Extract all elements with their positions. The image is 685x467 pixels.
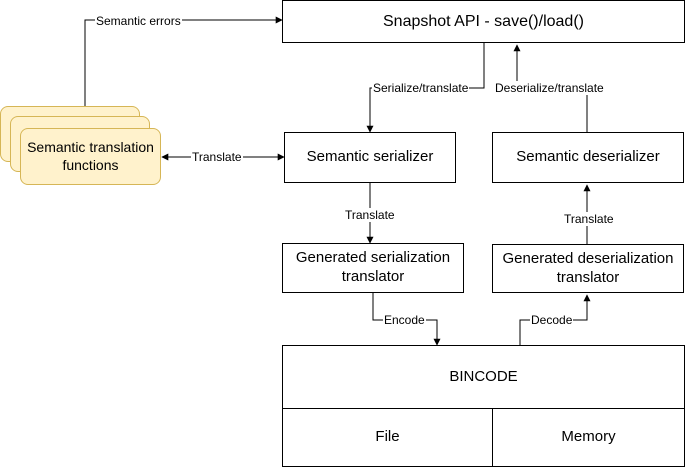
memory-label: Memory <box>561 428 616 446</box>
generated-deserialization-translator-node: Generated deserialization translator <box>492 244 684 293</box>
file-node: File <box>282 408 493 467</box>
semantic-deserializer-label: Semantic deserializer <box>516 148 660 166</box>
memory-node: Memory <box>492 408 685 467</box>
generated-serialization-translator-label: Generated serialization translator <box>295 249 451 285</box>
semantic-errors-arrow <box>84 16 283 106</box>
bincode-header: BINCODE <box>283 346 684 408</box>
deserialize-translate-label: Deserialize/translate <box>494 81 605 95</box>
translate-functions-label: Translate <box>191 150 243 164</box>
decode-label: Decode <box>530 313 574 327</box>
semantic-functions-node: Semantic translation functions <box>20 128 161 185</box>
translate-deserializer-label: Translate <box>563 212 615 226</box>
semantic-errors-label: Semantic errors <box>95 14 182 28</box>
encode-label: Encode <box>383 313 426 327</box>
semantic-serializer-label: Semantic serializer <box>306 148 434 166</box>
generated-deserialization-translator-label: Generated deserialization translator <box>502 249 674 286</box>
semantic-serializer-node: Semantic serializer <box>284 132 456 183</box>
bincode-label: BINCODE <box>449 367 518 385</box>
semantic-functions-label: Semantic translation functions <box>27 139 154 173</box>
serialize-translate-label: Serialize/translate <box>372 81 470 95</box>
semantic-deserializer-node: Semantic deserializer <box>492 132 684 183</box>
file-label: File <box>375 428 400 446</box>
snapshot-api-label: Snapshot API - save()/load() <box>383 12 584 30</box>
translate-serializer-label: Translate <box>344 208 396 222</box>
bincode-node: BINCODE File Memory <box>282 345 685 467</box>
snapshot-api-node: Snapshot API - save()/load() <box>282 0 685 43</box>
generated-serialization-translator-node: Generated serialization translator <box>282 243 464 293</box>
